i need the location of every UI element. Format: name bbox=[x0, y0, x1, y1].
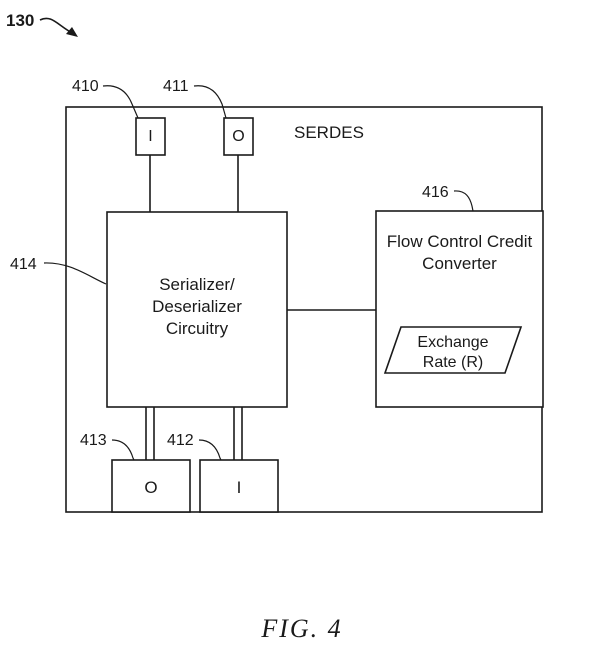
ref-413-leader bbox=[111, 439, 135, 461]
port-410-box bbox=[135, 117, 166, 156]
port-411-label: O bbox=[232, 128, 244, 145]
ref-130-arrowhead bbox=[66, 27, 78, 37]
port-413-box bbox=[111, 459, 191, 513]
figure-caption: FIG. 4 bbox=[260, 614, 342, 643]
ref-414-leader bbox=[43, 262, 107, 285]
exchange-rate-line-2: Rate (R) bbox=[423, 354, 483, 371]
ref-410-label: 410 bbox=[72, 78, 99, 95]
circuitry-label-line-2: Deserializer bbox=[152, 297, 242, 316]
circuitry-box bbox=[106, 211, 288, 408]
ref-416-leader bbox=[453, 190, 474, 212]
exchange-rate-line-1: Exchange bbox=[417, 334, 488, 351]
ref-411-label: 411 bbox=[163, 78, 189, 95]
converter-box bbox=[375, 210, 544, 408]
ref-414-label: 414 bbox=[10, 256, 37, 273]
port-412-box bbox=[199, 459, 279, 513]
ref-416-label: 416 bbox=[422, 184, 449, 201]
port-413-label: O bbox=[144, 478, 157, 497]
exchange-rate-shape bbox=[383, 326, 523, 374]
ref-130-label: 130 bbox=[6, 11, 34, 30]
ref-412-leader bbox=[198, 439, 222, 461]
ref-413-label: 413 bbox=[80, 432, 107, 449]
serdes-title: SERDES bbox=[294, 123, 364, 142]
ref-410-leader bbox=[102, 85, 139, 119]
port-412-label: I bbox=[237, 478, 242, 497]
port-411-box bbox=[223, 117, 254, 156]
ref-411-leader bbox=[193, 85, 227, 119]
circuitry-label-line-3: Circuitry bbox=[166, 319, 229, 338]
circuitry-label-line-1: Serializer/ bbox=[159, 275, 235, 294]
port-410-label: I bbox=[148, 128, 152, 145]
converter-label-line-2: Converter bbox=[422, 254, 497, 273]
ref-412-label: 412 bbox=[167, 432, 194, 449]
converter-label-line-1: Flow Control Credit bbox=[387, 232, 533, 251]
